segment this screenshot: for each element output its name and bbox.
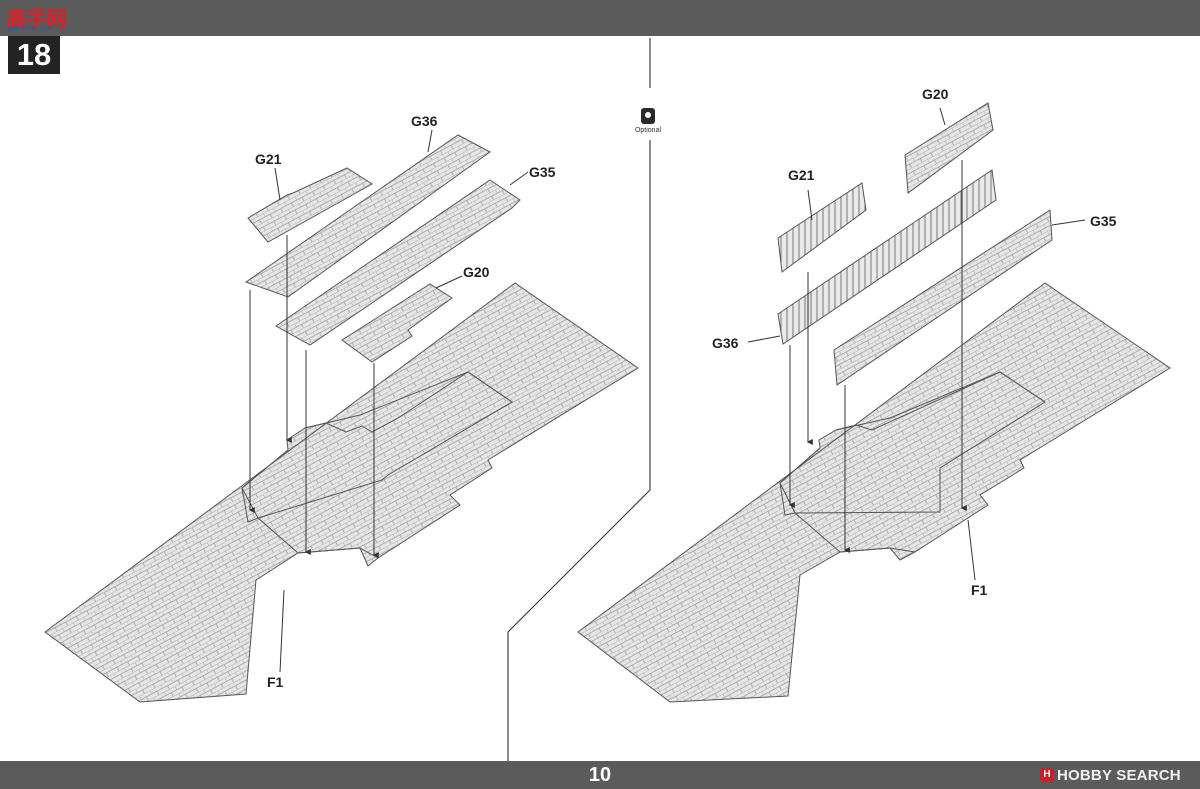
right-assembly	[577, 102, 1171, 703]
left-g21-part	[247, 167, 373, 243]
right-g36-part	[777, 169, 997, 345]
right-g20-part	[904, 102, 994, 194]
left-label-g20: G20	[463, 264, 490, 280]
left-label-g21: G21	[255, 151, 282, 167]
bottom-bar	[0, 761, 1200, 789]
left-f1-deck	[44, 282, 639, 703]
step-number: 18	[8, 36, 60, 74]
left-label-g35: G35	[529, 164, 556, 180]
left-g20-part	[341, 283, 453, 363]
gao-shou-logo: 高手网 gao-shou.com	[6, 3, 76, 33]
right-g35-part	[833, 209, 1053, 386]
left-label-g36: G36	[411, 113, 438, 129]
hobby-search-watermark: H HOBBY SEARCH	[1040, 763, 1181, 787]
hobby-search-text: HOBBY SEARCH	[1057, 766, 1181, 784]
right-label-g21: G21	[788, 167, 815, 183]
top-bar	[0, 0, 1200, 36]
left-g35-part	[275, 179, 521, 346]
page-divider	[507, 38, 651, 761]
right-g21-part	[777, 182, 867, 273]
right-label-g35: G35	[1090, 213, 1117, 229]
optional-icon	[641, 108, 655, 124]
page-number: 10	[588, 764, 612, 786]
left-g36-part	[244, 134, 491, 298]
logo-subtext: gao-shou.com	[8, 25, 53, 32]
left-assembly	[44, 129, 639, 703]
optional-marker: Optional	[628, 108, 668, 134]
right-label-g20: G20	[922, 86, 949, 102]
optional-label: Optional	[634, 127, 662, 134]
hobby-search-icon: H	[1040, 768, 1054, 782]
left-label-f1: F1	[267, 674, 284, 690]
logo-text: 高手网	[6, 7, 67, 31]
right-label-g36: G36	[712, 335, 739, 351]
right-label-f1: F1	[971, 582, 988, 598]
